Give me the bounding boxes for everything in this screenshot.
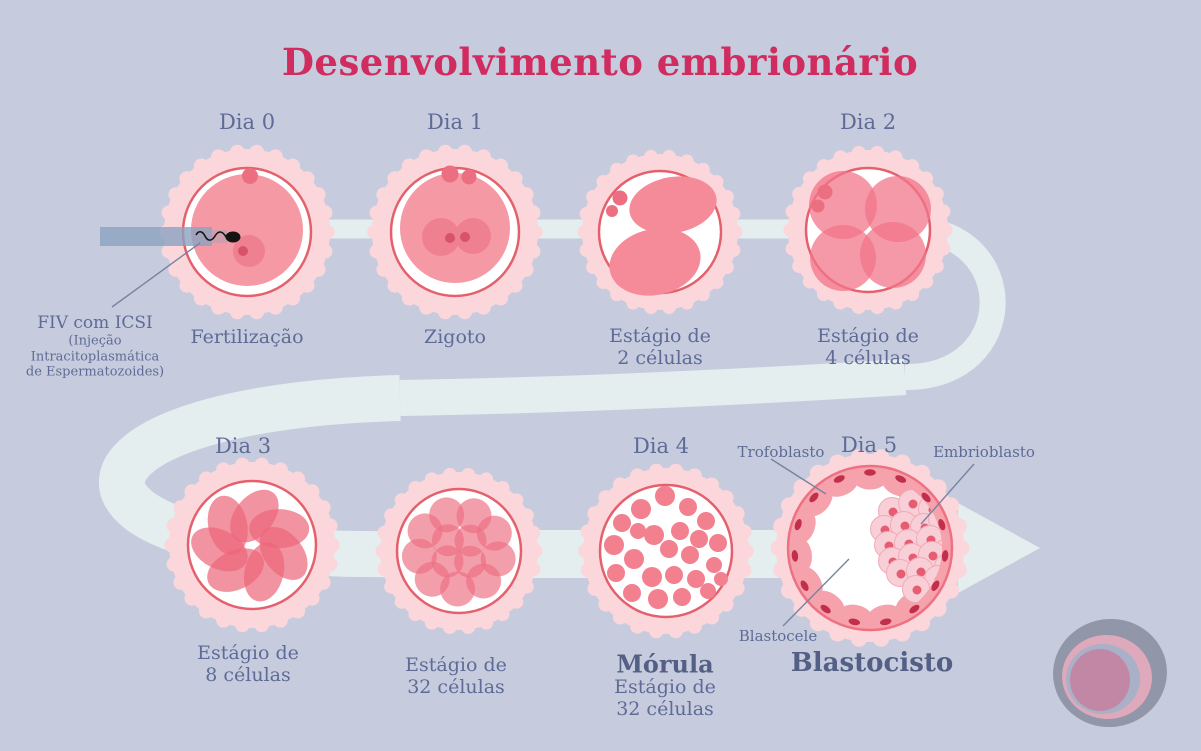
- stage-heading-morula: Mórula: [616, 649, 714, 679]
- stage-name-morula-line2: 32 células: [616, 698, 714, 720]
- day-label-0: Dia 0: [218, 110, 276, 134]
- icsi-needle: [100, 227, 212, 246]
- callout-blastocele: Blastocele: [738, 627, 818, 645]
- day-label-5: Dia 5: [840, 433, 898, 457]
- callout-fiv-sub1: (Injeção: [68, 333, 122, 349]
- stage-name-2cells-line1: Estágio de: [609, 325, 711, 347]
- brand-logo: [1053, 618, 1167, 728]
- day-label-2: Dia 2: [839, 110, 897, 134]
- embryo-2-celulas: [577, 150, 743, 314]
- embryo-8-celulas: [164, 457, 340, 633]
- day-label-4: Dia 4: [632, 434, 690, 458]
- stage-name-fertilizacao: Fertilização: [190, 326, 304, 348]
- sperm-cell: [225, 231, 241, 243]
- embryo-morula: [578, 463, 754, 639]
- embrioblasto-inner-cell-mass: [870, 489, 942, 603]
- stage-heading-blastocisto: Blastocisto: [790, 648, 954, 678]
- callout-fiv-sub2: Intracitoplasmática: [30, 349, 160, 365]
- callout-fiv-sub3: de Espermatozoides): [25, 364, 165, 380]
- stage-name-8cells-line2: 8 células: [205, 664, 291, 686]
- callout-trofoblasto: Trofoblasto: [737, 443, 825, 461]
- embryo-blastocisto: [770, 449, 970, 647]
- stage-name-32cells-line2: 32 células: [407, 676, 505, 698]
- callout-embrioblasto: Embrioblasto: [933, 443, 1035, 461]
- embryo-zigoto: [367, 144, 543, 320]
- stage-name-zigoto: Zigoto: [424, 326, 486, 348]
- stage-name-4cells-line1: Estágio de: [817, 325, 919, 347]
- stage-name-32cells-line1: Estágio de: [405, 654, 507, 676]
- day-label-1: Dia 1: [426, 110, 484, 134]
- callout-fiv-icsi: FIV com ICSI: [37, 313, 153, 333]
- stage-name-8cells-line1: Estágio de: [197, 642, 299, 664]
- callout-pointer-lines: [111, 242, 975, 627]
- embryo-32-celulas: [375, 467, 543, 635]
- embryo-4-celulas: [783, 145, 953, 315]
- embryo-fertilizacao: [100, 144, 335, 320]
- day-label-3: Dia 3: [214, 434, 272, 458]
- stage-name-2cells-line2: 2 células: [617, 347, 703, 369]
- page-title: Desenvolvimento embrionário: [281, 40, 919, 84]
- stage-name-4cells-line2: 4 células: [825, 347, 911, 369]
- stage-name-morula-line1: Estágio de: [614, 676, 716, 698]
